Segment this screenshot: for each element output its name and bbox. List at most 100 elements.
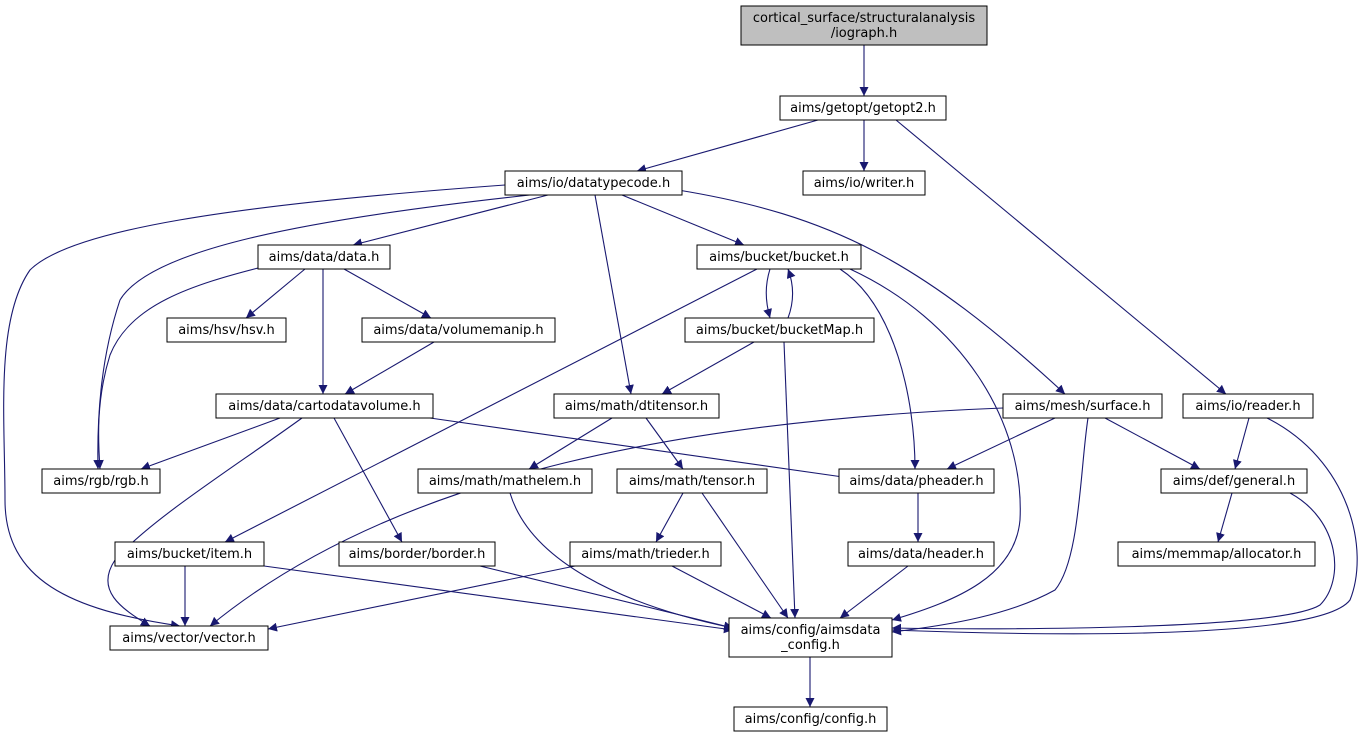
node-box[interactable] [257,244,391,270]
node-box[interactable] [684,317,875,343]
edge-bucketmap-to-dtitensor [661,341,755,395]
node-label: aims/math/tensor.h [629,474,755,489]
node-datatypecode[interactable]: aims/io/datatypecode.h [504,170,683,196]
node-box[interactable] [847,541,995,567]
edge-data-to-rgb [94,265,267,470]
node-label: aims/vector/vector.h [122,631,255,646]
node-box[interactable] [802,170,926,196]
node-box[interactable] [1160,468,1308,494]
node-label: aims/data/cartodatavolume.h [228,399,420,414]
node-box[interactable] [338,541,496,567]
node-bucketmap[interactable]: aims/bucket/bucketMap.h [684,317,875,343]
node-box[interactable] [215,393,434,419]
node-item[interactable]: aims/bucket/item.h [114,541,265,567]
node-reader[interactable]: aims/io/reader.h [1182,393,1314,419]
node-label: aims/math/dtitensor.h [565,399,708,414]
nodes-layer: cortical_surface/structuralanalysis/iogr… [41,5,1316,732]
node-label: aims/def/general.h [1173,474,1295,489]
edge-bucket-to-bucketmap [763,268,772,319]
node-box[interactable] [733,706,888,732]
node-box[interactable] [740,5,988,46]
node-label: aims/bucket/bucketMap.h [696,323,863,338]
node-label: _config.h [780,638,840,653]
edge-getopt2-to-reader [895,119,1227,395]
node-box[interactable] [166,317,287,343]
node-box[interactable] [1002,393,1163,419]
node-volumemanip[interactable]: aims/data/volumemanip.h [361,317,556,343]
node-rgb[interactable]: aims/rgb/rgb.h [41,468,161,494]
edge-tensor-to-trieder [655,492,684,543]
node-label: aims/memmap/allocator.h [1132,547,1302,562]
node-box[interactable] [838,468,995,494]
node-box[interactable] [779,95,947,121]
edge-datatypecode-to-surface [677,189,1066,395]
node-label: aims/io/datatypecode.h [517,176,670,191]
node-getopt2[interactable]: aims/getopt/getopt2.h [779,95,947,121]
node-dtitensor[interactable]: aims/math/dtitensor.h [553,393,720,419]
edge-cartodatavolume-to-border [333,417,403,543]
node-box[interactable] [417,468,593,494]
node-box[interactable] [109,625,269,651]
edge-bucket-to-aimsdata_config [849,268,1021,622]
node-tensor[interactable]: aims/math/tensor.h [616,468,768,494]
node-box[interactable] [361,317,556,343]
edge-datatypecode-to-data [352,194,549,248]
edge-border-to-aimsdata_config [479,565,734,631]
node-box[interactable] [728,617,893,658]
edge-item-to-aimsdata_config [263,565,734,634]
node-vector[interactable]: aims/vector/vector.h [109,625,269,651]
node-label: aims/config/config.h [745,712,877,727]
edge-surface-to-aimsdata_config [891,417,1089,636]
node-box[interactable] [41,468,161,494]
node-label: aims/io/reader.h [1195,399,1300,414]
edge-trieder-to-aimsdata_config [671,565,772,619]
node-box[interactable] [1117,541,1316,567]
node-box[interactable] [504,170,683,196]
node-pheader[interactable]: aims/data/pheader.h [838,468,995,494]
edge-data-to-volumemanip [343,268,432,319]
node-iograph[interactable]: cortical_surface/structuralanalysis/iogr… [740,5,988,46]
node-label: aims/getopt/getopt2.h [790,101,936,116]
node-data[interactable]: aims/data/data.h [257,244,391,270]
node-box[interactable] [1182,393,1314,419]
node-label: aims/mesh/surface.h [1015,399,1151,414]
edge-general-to-allocator [1216,492,1233,543]
edge-bucket-to-item [224,268,758,543]
node-writer[interactable]: aims/io/writer.h [802,170,926,196]
node-border[interactable]: aims/border/border.h [338,541,496,567]
edge-datatypecode-to-bucket [621,194,745,246]
node-config[interactable]: aims/config/config.h [733,706,888,732]
node-cartodatavolume[interactable]: aims/data/cartodatavolume.h [215,393,434,419]
edge-surface-to-general [1104,417,1201,470]
node-bucket[interactable]: aims/bucket/bucket.h [696,244,862,270]
edge-getopt2-to-datatypecode [636,119,819,173]
edge-cartodatavolume-to-pheader [429,417,851,482]
node-label: aims/config/aimsdata [741,623,881,638]
edge-reader-to-aimsdata_config [891,417,1358,635]
node-box[interactable] [616,468,768,494]
edge-data-to-hsv [245,268,306,319]
node-allocator[interactable]: aims/memmap/allocator.h [1117,541,1316,567]
node-aimsdata_config[interactable]: aims/config/aimsdata_config.h [728,617,893,658]
node-mathelem[interactable]: aims/math/mathelem.h [417,468,593,494]
node-label: aims/hsv/hsv.h [178,323,275,338]
node-label: aims/data/data.h [269,250,380,265]
node-general[interactable]: aims/def/general.h [1160,468,1308,494]
node-trieder[interactable]: aims/math/trieder.h [569,541,722,567]
node-label: aims/bucket/item.h [127,547,252,562]
node-box[interactable] [114,541,265,567]
edge-trieder-to-vector [267,565,576,632]
node-label: aims/math/trieder.h [581,547,710,562]
node-box[interactable] [696,244,862,270]
edge-header-to-aimsdata_config [839,565,909,619]
node-box[interactable] [553,393,720,419]
node-header[interactable]: aims/data/header.h [847,541,995,567]
node-box[interactable] [569,541,722,567]
node-hsv[interactable]: aims/hsv/hsv.h [166,317,287,343]
node-label: cortical_surface/structuralanalysis [753,11,976,26]
node-label: aims/data/volumemanip.h [373,323,543,338]
edge-general-to-aimsdata_config [891,492,1336,633]
node-surface[interactable]: aims/mesh/surface.h [1002,393,1163,419]
edge-datatypecode-to-vector [3,184,506,630]
